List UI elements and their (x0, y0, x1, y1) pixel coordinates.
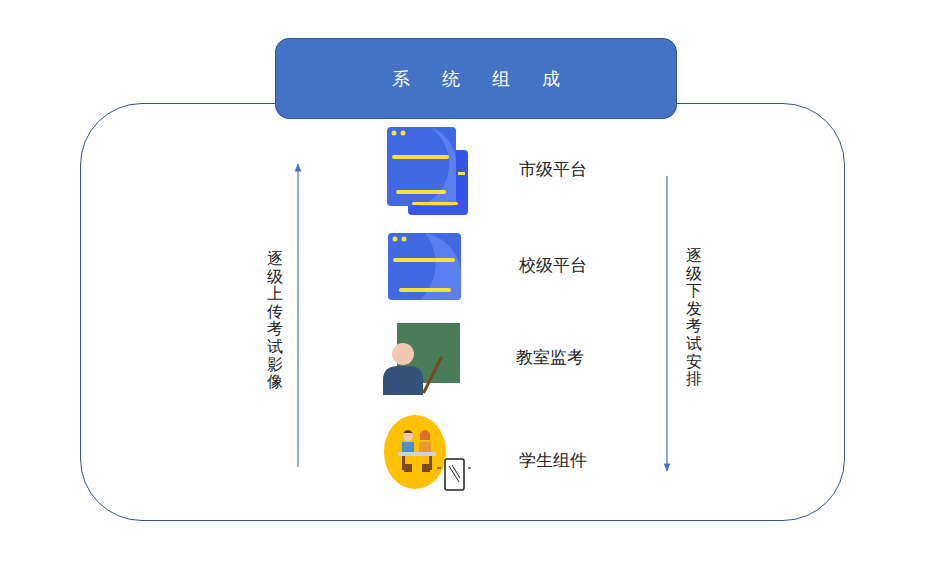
dispatch-arrow (666, 176, 667, 471)
upload-arrow (297, 164, 298, 467)
title-banner: 系 统 组 成 (275, 38, 677, 119)
proctor-icon (383, 323, 460, 395)
tier-label: 学生组件 (519, 449, 587, 472)
tier-label: 校级平台 (519, 254, 587, 277)
student-icon (384, 415, 471, 490)
arrow-label: 逐级下发考试安排 (686, 247, 702, 388)
tier-label: 教室监考 (516, 346, 584, 369)
system-container: 系 统 组 成 (80, 103, 845, 521)
arrow-label: 逐级上传考试影像 (267, 250, 283, 391)
school-platform-icon (388, 233, 461, 300)
tier-label: 市级平台 (519, 158, 587, 181)
city-platform-icon (387, 127, 468, 215)
